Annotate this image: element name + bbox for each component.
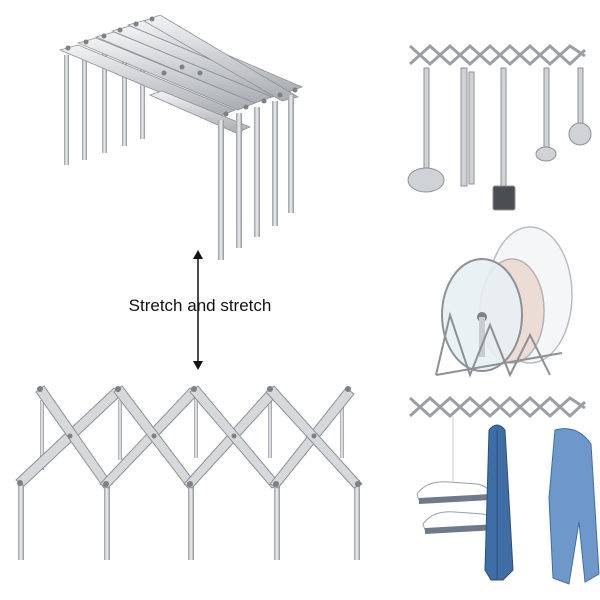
- expanded-legs: [18, 398, 360, 560]
- folded-rack: [50, 15, 310, 265]
- denim-shirt-icon: [484, 424, 514, 581]
- rack-legs-back: [64, 49, 145, 165]
- wall-rack: [408, 395, 587, 419]
- sneakers-icon: [416, 416, 498, 534]
- rack-rivets: [65, 16, 298, 133]
- rack-bars: [58, 15, 304, 134]
- pot-lid-holder-photo: [430, 225, 580, 385]
- spatula-icon: [492, 67, 516, 211]
- stretch-arrow: [188, 250, 208, 370]
- wall-rack: [408, 43, 587, 67]
- utensil-hanging-photo: [405, 38, 595, 218]
- scissor-bars: [15, 385, 363, 489]
- clothes-hanging-photo: [405, 390, 600, 590]
- tongs-icon: [460, 67, 475, 187]
- ladle-icon: [407, 67, 445, 193]
- scissor-rivets: [17, 386, 361, 487]
- denim-jeans-icon: [548, 428, 600, 585]
- glass-lid-icon: [441, 258, 523, 372]
- pizza-cutter-icon: [568, 67, 592, 146]
- expanded-rack: [8, 380, 378, 570]
- rack-legs-front: [218, 95, 294, 260]
- holder-frame: [435, 311, 563, 378]
- whisk-spoon-icon: [535, 67, 557, 162]
- stretch-caption: Stretch and stretch: [128, 296, 272, 315]
